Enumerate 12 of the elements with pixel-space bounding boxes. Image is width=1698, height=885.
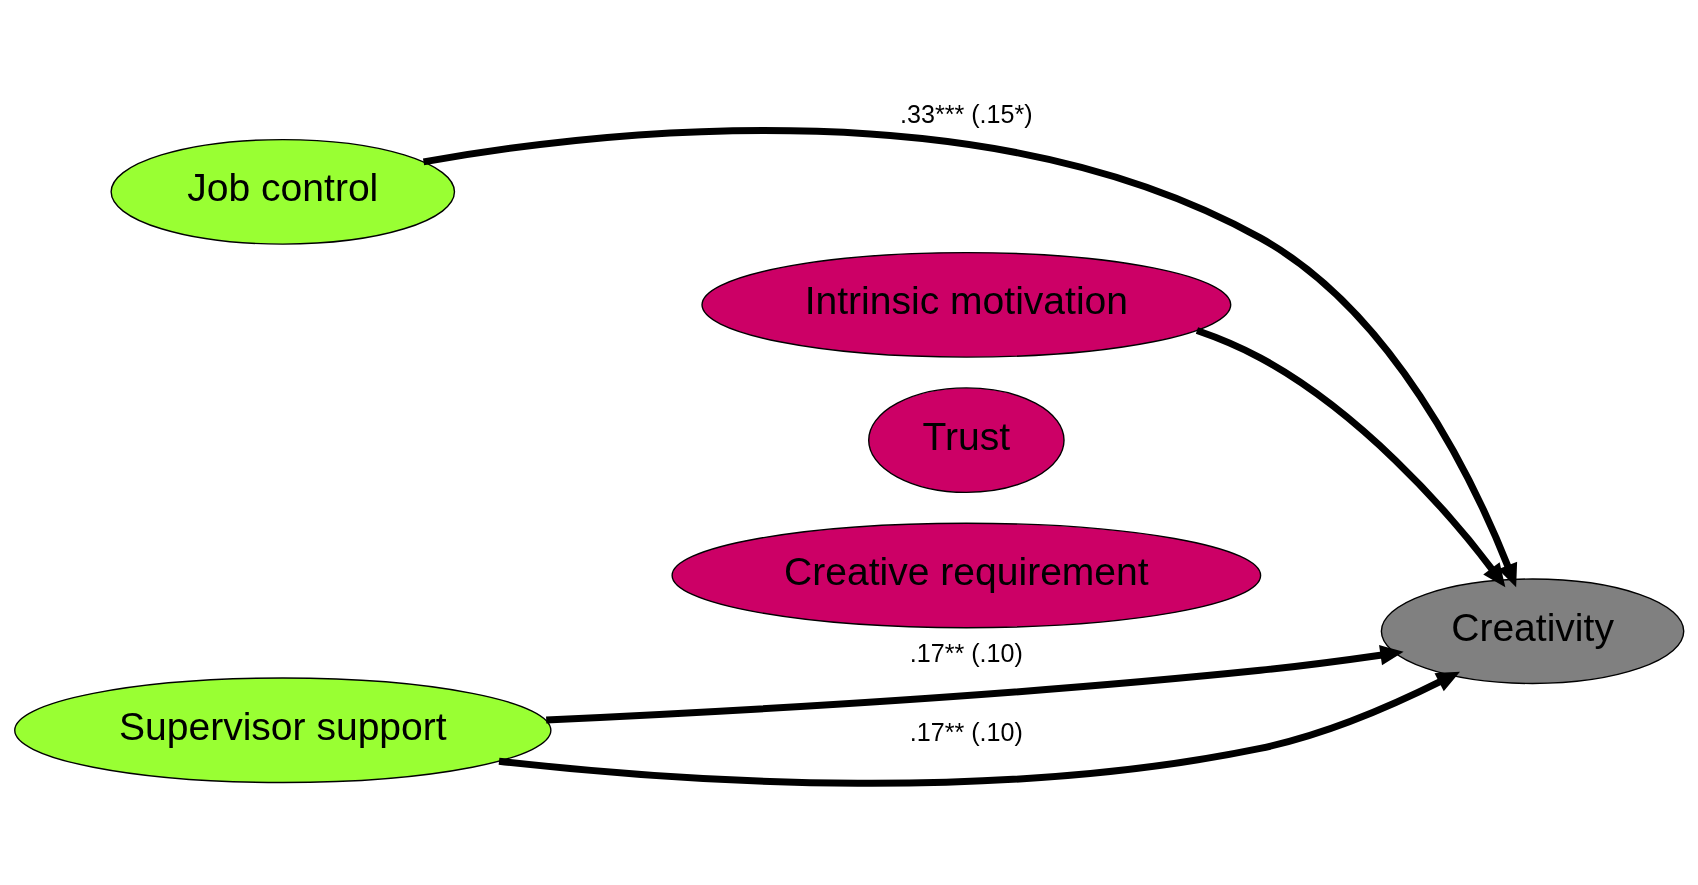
arrow <box>498 671 1460 787</box>
node-ellipse: Trust <box>868 386 1065 493</box>
arrow <box>546 644 1404 723</box>
edge-label: .17** (.10) <box>909 638 1023 667</box>
arrow <box>1195 326 1506 587</box>
node-ellipse: Job control <box>110 138 456 245</box>
node-ellipse: Supervisor support <box>14 676 552 783</box>
node-ellipse: Intrinsic motivation <box>701 251 1232 358</box>
edge-label: .17** (.10) <box>909 717 1023 746</box>
arrow <box>423 126 1518 587</box>
edge-label: .33*** (.15*) <box>900 99 1033 128</box>
node-ellipse: Creative requirement <box>671 522 1262 628</box>
